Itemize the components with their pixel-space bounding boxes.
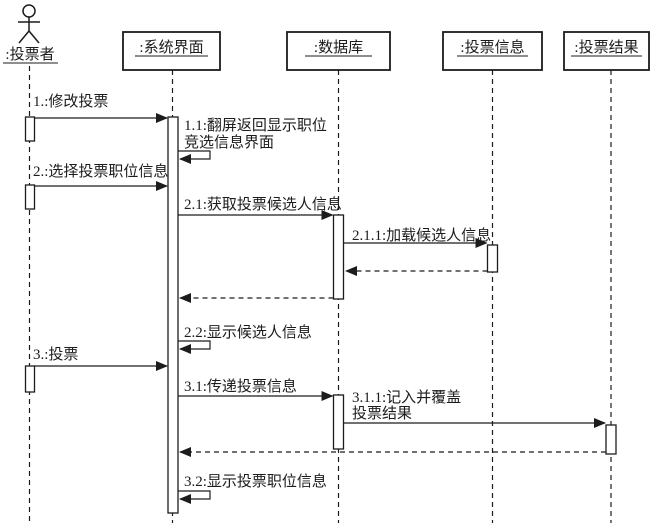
message-label-3-1-1b: 投票结果 (352, 405, 412, 422)
message-label-1: 1.:修改投票 (33, 93, 108, 110)
message-label-1-1a: 1.1:翻屏返回显示职位 (184, 117, 327, 134)
object-box-database: :数据库 (286, 31, 391, 71)
activation-actor-3 (24, 365, 36, 393)
activation-actor-2 (24, 184, 36, 210)
activation-database-1 (332, 214, 345, 300)
activation-voteresult (605, 424, 617, 455)
object-name-system: :系统界面 (139, 39, 203, 56)
activation-system (167, 116, 179, 514)
message-label-3-1-1a: 3.1.1:记入并覆盖 (352, 389, 461, 406)
message-label-2-2: 2.2:显示候选人信息 (184, 324, 312, 341)
activation-database-2 (332, 394, 345, 450)
message-label-1-1b: 竞选信息界面 (184, 133, 274, 151)
self-message-2-2 (178, 340, 211, 354)
message-label-2-1-1: 2.1.1:加载候选人信息 (352, 227, 491, 244)
object-box-voteinfo: :投票信息 (442, 31, 543, 71)
message-label-3-2: 3.2:显示投票职位信息 (184, 473, 327, 490)
object-box-voteresult: :投票结果 (563, 31, 650, 71)
actor-icon (18, 4, 40, 44)
self-message-1-1 (178, 150, 211, 164)
message-label-2-1: 2.1:获取投票候选人信息 (184, 196, 342, 213)
object-box-system: :系统界面 (122, 31, 221, 71)
message-label-3-1: 3.1:传递投票信息 (184, 378, 297, 395)
activation-voteinfo (486, 244, 499, 273)
self-message-3-2 (178, 490, 211, 504)
activation-actor-1 (24, 116, 36, 142)
object-name-voteresult: :投票结果 (574, 39, 638, 56)
object-name-voteinfo: :投票信息 (460, 39, 524, 56)
message-label-2: 2.:选择投票职位信息 (33, 163, 168, 180)
message-label-3: 3.:投票 (33, 346, 78, 363)
actor-label: :投票者 (5, 46, 54, 63)
object-name-database: :数据库 (314, 39, 363, 56)
